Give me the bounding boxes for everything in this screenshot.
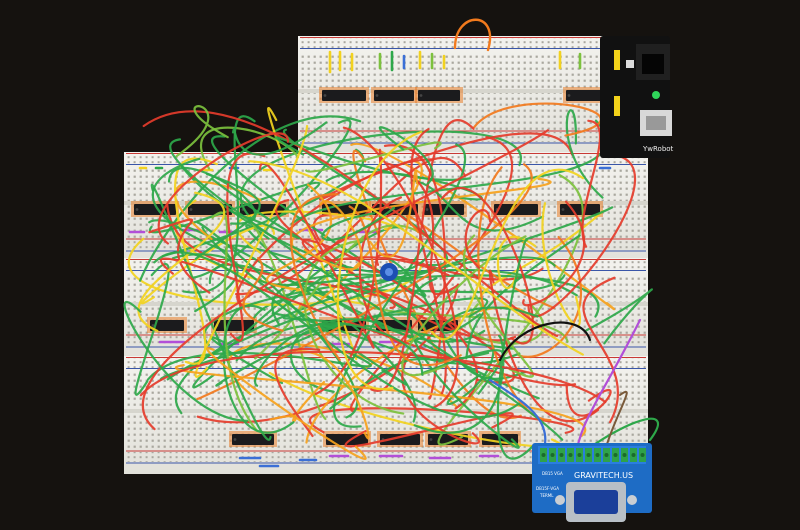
long-jumper-wire [314,148,383,396]
long-jumper-wire [430,168,585,341]
ic-chip [371,87,417,103]
long-jumper-wire [309,407,575,434]
long-jumper-wire [473,102,602,137]
jumper-wires [123,18,659,472]
long-jumper-wire [239,130,522,219]
black-wire [498,321,592,362]
long-jumper-wire [194,172,261,260]
long-jumper-wire [140,224,276,305]
long-jumper-wire [464,209,492,269]
ic-chip [421,201,467,217]
long-jumper-wire [157,132,290,245]
long-jumper-wire [146,350,372,381]
long-jumper-wire [410,179,545,232]
long-jumper-wire [441,187,534,345]
long-jumper-wire [465,234,581,360]
long-jumper-wire [541,202,581,327]
vga-breakout-adapter: GRAVITECH.US DB15 VGA DB15F-VGA TERML [532,443,652,522]
long-jumper-wire [194,124,309,378]
long-jumper-wire [137,191,226,332]
long-jumper-wire [350,142,616,311]
long-jumper-wire [342,126,459,409]
long-jumper-wire [413,334,505,434]
long-jumper-wire [169,138,564,441]
long-jumper-wire [148,218,211,294]
long-jumper-wire [496,236,537,289]
long-jumper-wire [123,301,249,422]
long-jumper-wire [175,105,229,158]
long-jumper-wire [196,163,533,401]
long-jumper-wire [406,277,520,449]
long-jumper-wire [289,324,344,393]
long-jumper-wire [582,276,619,424]
long-jumper-wire [336,130,423,391]
long-jumper-wire [134,263,170,396]
long-jumper-wire [401,235,527,377]
long-jumper-wire [191,119,352,279]
long-jumper-wire [358,196,403,345]
long-jumper-wire [242,256,284,332]
ic-chip [319,87,369,103]
long-jumper-wire [496,238,535,460]
long-jumper-wire [210,177,300,240]
long-jumper-wire [226,152,266,342]
long-jumper-wire [356,289,569,343]
long-jumper-wire [297,350,370,440]
long-jumper-wire [254,318,383,387]
long-jumper-wire [269,380,326,423]
power-supply-module: YwRobot [600,36,674,158]
long-jumper-wire [321,206,396,241]
vga-adapter-brand: GRAVITECH.US [574,471,633,480]
long-jumper-wire [585,288,653,345]
ic-chip [491,201,541,217]
long-jumper-wire [370,119,475,392]
long-jumper-wire [266,183,333,291]
long-jumper-wire [305,141,442,173]
long-jumper-wire [160,257,577,387]
long-jumper-wire [325,170,483,201]
electrolytic-capacitor [380,263,398,281]
power-module-brand: YwRobot [642,145,674,153]
long-jumper-wire [488,269,600,422]
long-jumper-wire [248,160,584,356]
long-jumper-wire [369,169,418,258]
long-jumper-wire [153,251,520,419]
long-jumper-wire [565,385,612,417]
long-jumper-wire [348,205,462,366]
long-jumper-wire [275,198,396,310]
ic-chip [377,431,423,447]
long-jumper-wire [274,347,321,438]
vga-adapter-label-a: DB15 VGA [542,471,563,476]
long-jumper-wire [203,274,600,347]
long-jumper-wire [581,119,601,248]
long-jumper-wire [303,200,363,271]
long-jumper-wire [318,132,574,201]
long-jumper-wire [271,312,521,366]
long-jumper-wire [222,304,295,434]
top-loop-wire [453,18,492,52]
vga-adapter-label-c: TERML [539,493,554,498]
long-jumper-wire [139,350,607,404]
long-jumper-wire [314,256,450,277]
ic-chip [415,87,463,103]
long-jumper-wire [231,121,328,156]
long-jumper-wire [289,193,341,362]
long-jumper-wire [378,126,434,185]
long-jumper-wire [462,234,535,378]
long-jumper-wire [565,109,604,199]
long-jumper-wire [332,143,466,428]
long-jumper-wire [522,200,585,307]
long-jumper-wire [206,347,367,461]
long-jumper-wire [282,316,424,376]
ic-chip [211,317,257,333]
long-jumper-wire [138,115,362,282]
vga-adapter-label-b: DB15F-VGA [536,486,559,491]
